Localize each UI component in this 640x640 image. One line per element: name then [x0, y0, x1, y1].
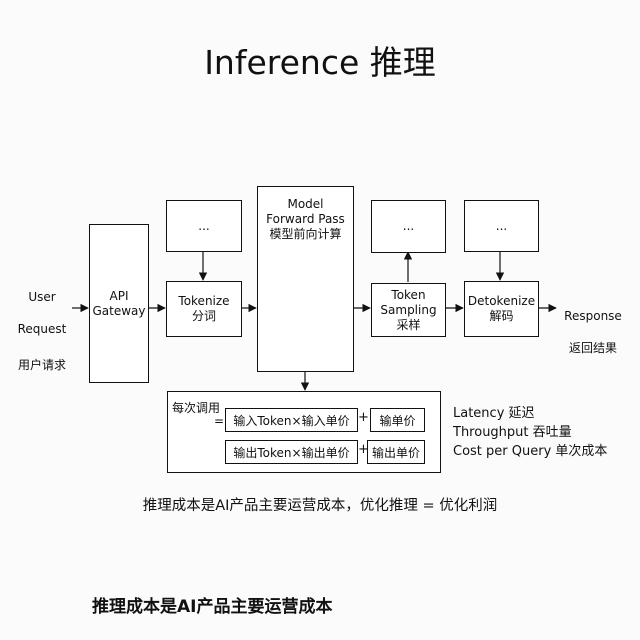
input-label-line3: 用户请求 [17, 358, 66, 372]
output-label-line1: Response [564, 309, 622, 323]
tokenize-placeholder-box: ... [166, 200, 242, 252]
sampling-placeholder-label: ... [402, 219, 415, 233]
output-label: Response 返回结果 [558, 292, 628, 372]
diagram-title: Inference 推理 [204, 43, 436, 82]
output-label-line2: 返回结果 [568, 341, 617, 355]
metric-throughput: Throughput 吞吐量 [453, 425, 572, 440]
footer-caption: 推理成本是AI产品主要运营成本 [92, 597, 333, 617]
cost-prefix-line1: 每次调用 [172, 401, 221, 415]
input-label-line1: User [28, 290, 56, 304]
input-cost-term: 输入Token×输入单价 [225, 408, 358, 432]
detokenize-box: Detokenize 解码 [464, 281, 539, 337]
summary-text: 推理成本是AI产品主要运营成本，优化推理 = 优化利润 [142, 498, 498, 514]
plus-sign-1: + [358, 410, 369, 425]
output-unit-price-term: 输出单价 [367, 440, 425, 464]
sampling-placeholder-box: ... [371, 200, 446, 253]
metric-cost-per-query: Cost per Query 单次成本 [453, 444, 608, 459]
plus-sign-2: + [358, 442, 369, 457]
footer-fade-overlay [330, 586, 440, 620]
tokenize-label: Tokenize 分词 [178, 294, 230, 323]
tokenize-box: Tokenize 分词 [166, 281, 242, 337]
sampling-label: Token Sampling 采样 [380, 287, 437, 332]
detokenize-placeholder-box: ... [464, 200, 539, 252]
detokenize-label: Detokenize 解码 [467, 294, 536, 323]
metric-latency: Latency 延迟 [453, 406, 535, 421]
input-unit-price-term: 输单价 [370, 408, 425, 432]
cost-prefix-equals: = [214, 414, 225, 428]
model-box: Model Forward Pass 模型前向计算 [257, 186, 354, 372]
api-gateway-label: API Gateway [92, 288, 146, 318]
input-label: User Request 用户请求 [12, 273, 72, 389]
input-label-line2: Request [17, 322, 67, 336]
detokenize-placeholder-label: ... [495, 218, 508, 233]
output-cost-term: 输出Token×输出单价 [225, 440, 358, 464]
model-label: Model Forward Pass 模型前向计算 [266, 197, 345, 241]
tokenize-placeholder-label: ... [198, 218, 210, 233]
sampling-box: Token Sampling 采样 [371, 283, 446, 337]
api-gateway-box: API Gateway [89, 224, 149, 383]
